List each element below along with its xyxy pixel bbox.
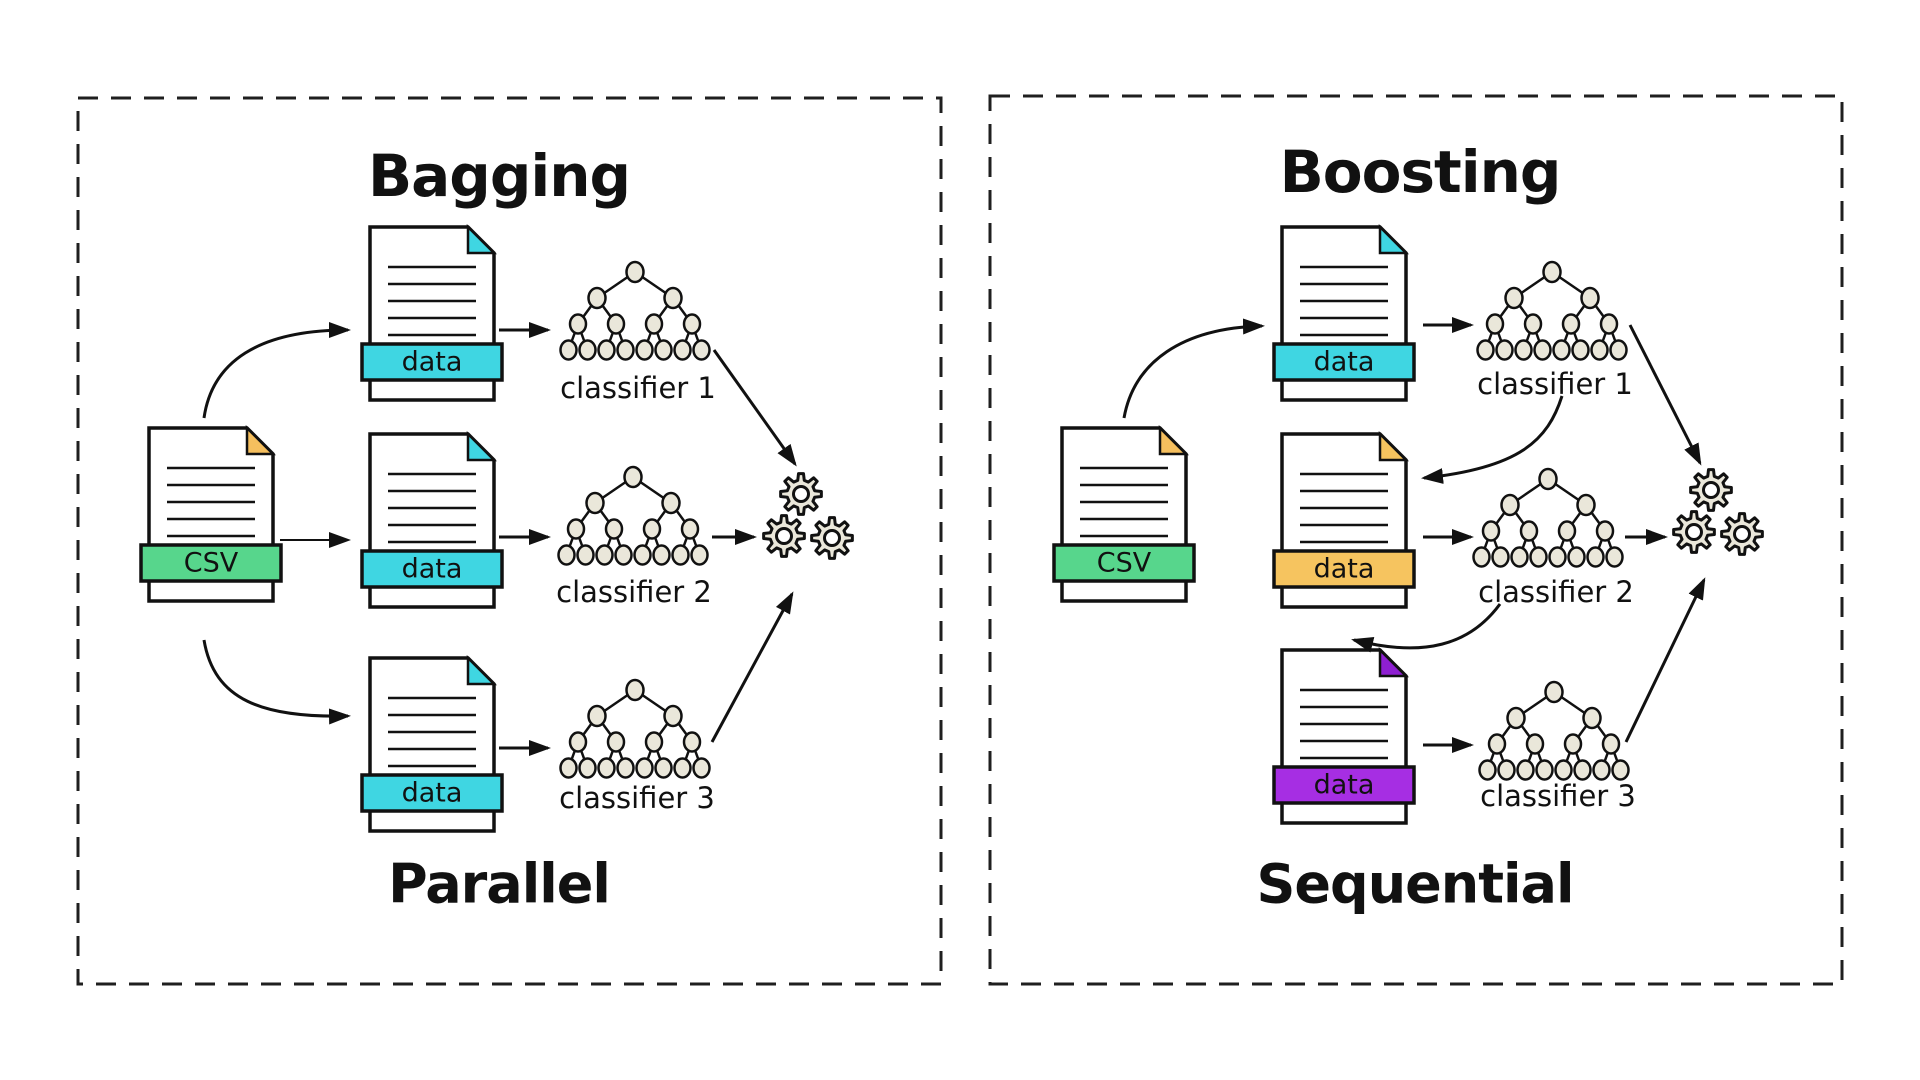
arrows-left	[202, 322, 797, 756]
data-file-3-left	[360, 654, 504, 833]
arrow-csv-to-data3-left	[202, 639, 351, 725]
data-fold-3-left	[466, 654, 498, 686]
data-band-3-right	[1272, 765, 1416, 805]
arrow-csv-to-data1-left	[202, 322, 351, 419]
data-band-label-3-right: data	[1313, 769, 1375, 801]
data-band-label-2-left: data	[401, 553, 463, 585]
arrows-right	[1122, 317, 1706, 753]
csv-band-left	[139, 543, 283, 583]
arrow-classifier2-to-data3-right	[1351, 603, 1502, 653]
data-fold-2-right	[1378, 430, 1410, 462]
data-file-1-left	[360, 223, 504, 402]
data-band-label-3-left: data	[401, 777, 463, 809]
classifier-2-label-right: classifier 2	[1478, 575, 1634, 609]
csv-file-left	[139, 424, 283, 603]
sequential-label: Sequential	[1256, 852, 1575, 916]
data-band-label-1-right: data	[1313, 346, 1375, 378]
csv-band-label-left: CSV	[183, 547, 239, 579]
arrow-csv-to-data1-right	[1122, 318, 1265, 419]
data-file-2-left	[360, 430, 504, 609]
data-band-2-right	[1272, 549, 1416, 589]
tree-classifier-2-right	[1472, 467, 1624, 568]
parallel-label: Parallel	[388, 852, 611, 916]
tree-classifier-3-left	[559, 678, 711, 779]
arrow-classifier3-to-gears-left	[710, 591, 794, 743]
bagging-panel-border	[76, 96, 943, 986]
classifier-1-label-right: classifier 1	[1477, 367, 1633, 401]
data-fold-2-left	[466, 430, 498, 462]
gear-cluster-right	[1674, 470, 1763, 555]
tree-classifier-3-right	[1478, 680, 1630, 781]
arrow-classifier1-to-gears-left	[712, 349, 797, 467]
data-fold-1-left	[466, 223, 498, 255]
classifier-3-label-right: classifier 3	[1480, 779, 1636, 813]
csv-band-label-right: CSV	[1096, 547, 1152, 579]
data-band-label-1-left: data	[401, 346, 463, 378]
arrow-classifier3-to-gears-right	[1624, 577, 1706, 743]
data-fold-1-right	[1378, 223, 1410, 255]
data-band-label-2-right: data	[1313, 553, 1375, 585]
classifier-2-label-left: classifier 2	[556, 575, 712, 609]
boosting-title: Boosting	[1279, 138, 1562, 206]
tree-classifier-2-left	[557, 465, 709, 566]
data-band-1-right	[1272, 342, 1416, 382]
csv-fold-right	[1158, 424, 1190, 456]
classifier-3-label-left: classifier 3	[559, 781, 715, 815]
bagging-title: Bagging	[367, 142, 631, 210]
data-file-3-right	[1272, 646, 1416, 825]
csv-file-right	[1052, 424, 1196, 603]
classifier-1-label-left: classifier 1	[560, 371, 716, 405]
data-fold-3-right	[1378, 646, 1410, 678]
data-band-3-left	[360, 773, 504, 813]
data-band-1-left	[360, 342, 504, 382]
data-file-1-right	[1272, 223, 1416, 402]
tree-classifier-1-left	[559, 260, 711, 361]
tree-classifier-1-right	[1476, 260, 1628, 361]
data-file-2-right	[1272, 430, 1416, 609]
gear-cluster-left	[764, 474, 853, 559]
boosting-panel-border	[988, 94, 1844, 986]
data-band-2-left	[360, 549, 504, 589]
csv-band-right	[1052, 543, 1196, 583]
arrow-classifier1-to-gears-right	[1628, 324, 1702, 466]
csv-fold-left	[245, 424, 277, 456]
arrow-classifier1-to-data2-right	[1421, 395, 1564, 484]
